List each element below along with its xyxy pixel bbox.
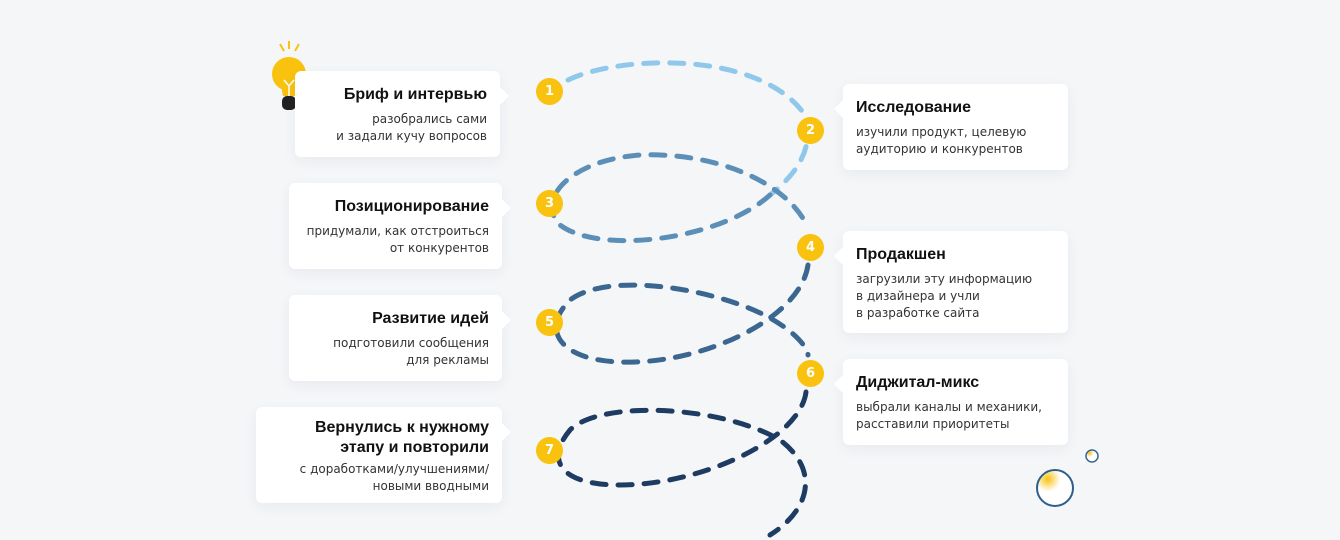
step-card-2: Исследование изучили продукт, целевую ауд… [834,84,1068,170]
step-number-6: 6 [797,360,824,387]
step-number-2: 2 [797,117,824,144]
step-number-7: 7 [536,437,563,464]
step-desc: придумали, как отстроиться от конкуренто… [306,224,489,255]
step-card-4: Продакшен загрузили эту информацию в диза… [834,231,1068,333]
step-title: Позиционирование [334,198,489,215]
step-card-6: Диджитал-микс выбрали каналы и механики, … [834,359,1068,445]
step-card-3: Позиционирование придумали, как отстроить… [289,183,511,269]
step-title: Исследование [856,99,971,116]
step-desc: подготовили сообщения для рекламы [333,336,489,367]
step-title: Бриф и интервью [343,86,487,103]
spiral-segment-2 [549,152,811,244]
step-desc: разобрались сами и задали кучу вопросов [336,112,487,143]
bubble-decoration [1036,449,1099,507]
step-title: Диджитал-микс [856,374,980,391]
step-title: Продакшен [856,246,946,263]
step-title: Развитие идей [372,310,489,327]
step-title: Вернулись к нужному этапу и повторили [314,419,489,456]
step-desc: с доработками/улучшениями/ новыми вводны… [299,462,489,493]
step-card-5: Развитие идей подготовили сообщения для р… [289,295,511,381]
step-desc: выбрали каналы и механики, расставили пр… [856,400,1042,431]
step-card-7: Вернулись к нужному этапу и повторили с д… [256,407,511,503]
step-desc: загрузили эту информацию в дизайнера и у… [856,272,1033,320]
spiral-segment-4 [556,389,809,538]
step-desc: изучили продукт, целевую аудиторию и кон… [856,125,1027,156]
spiral-segment-3 [553,262,811,365]
step-number-3: 3 [536,190,563,217]
step-card-1: Бриф и интервью разобрались сами и задали… [295,71,509,157]
step-number-4: 4 [797,234,824,261]
step-number-1: 1 [536,78,563,105]
spiral-segment-1 [565,60,811,198]
step-number-5: 5 [536,309,563,336]
